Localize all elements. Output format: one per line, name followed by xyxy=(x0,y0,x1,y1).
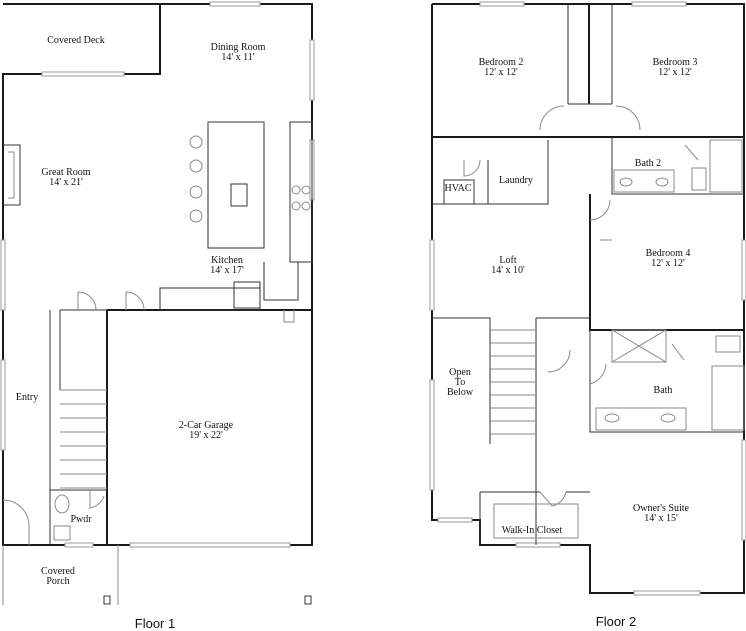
room-label-line: Bath 2 xyxy=(635,158,661,169)
room-label-line: Laundry xyxy=(499,175,533,186)
room-label-line: 19' x 22' xyxy=(189,430,223,441)
room-label-line: 14' x 10' xyxy=(491,265,525,276)
floor-2-walls xyxy=(429,1,746,596)
room-label-line: 14' x 15' xyxy=(644,513,678,524)
room-label-pwdr: Pwdr xyxy=(70,514,92,525)
room-label-line: Bath xyxy=(654,385,673,396)
room-label-line: 2-Car Garage xyxy=(179,420,234,431)
room-label-line: Kitchen xyxy=(211,255,243,266)
floor-2-caption: Floor 2 xyxy=(596,614,636,629)
room-label-walk-in-closet: Walk-In Closet xyxy=(502,525,563,536)
room-label-line: Walk-In Closet xyxy=(502,525,563,536)
room-label-line: Great Room xyxy=(41,167,90,178)
room-label-line: Covered xyxy=(41,566,75,577)
room-label-line: Bedroom 4 xyxy=(646,248,691,259)
room-label-hvac: HVAC xyxy=(444,183,471,194)
room-label-line: HVAC xyxy=(444,183,471,194)
room-label-line: To xyxy=(455,377,465,388)
room-label-line: 12' x 12' xyxy=(484,67,518,78)
room-label-line: Owner's Suite xyxy=(633,503,690,514)
room-label-line: 14' x 21' xyxy=(49,177,83,188)
room-label-line: Open xyxy=(449,367,471,378)
room-label-line: Porch xyxy=(46,576,69,587)
room-label-line: 14' x 17' xyxy=(210,265,244,276)
room-label-line: Bedroom 2 xyxy=(479,57,524,68)
room-label-line: Bedroom 3 xyxy=(653,57,698,68)
room-label-line: Entry xyxy=(16,392,38,403)
room-label-line: Dining Room xyxy=(211,42,266,53)
room-label-line: Below xyxy=(447,387,474,398)
room-label-entry: Entry xyxy=(16,392,38,403)
room-label-line: Loft xyxy=(499,255,516,266)
room-label-covered-deck: Covered Deck xyxy=(47,35,104,46)
room-label-bath: Bath xyxy=(654,385,673,396)
room-label-bath-2: Bath 2 xyxy=(635,158,661,169)
room-label-laundry: Laundry xyxy=(499,175,533,186)
room-label-line: Covered Deck xyxy=(47,35,104,46)
room-label-line: 12' x 12' xyxy=(651,258,685,269)
room-label-line: 14' x 11' xyxy=(221,52,254,63)
room-label-line: Pwdr xyxy=(70,514,92,525)
room-label-line: 12' x 12' xyxy=(658,67,692,78)
floor-1-caption: Floor 1 xyxy=(135,616,175,631)
floor-1-walls xyxy=(0,1,315,605)
